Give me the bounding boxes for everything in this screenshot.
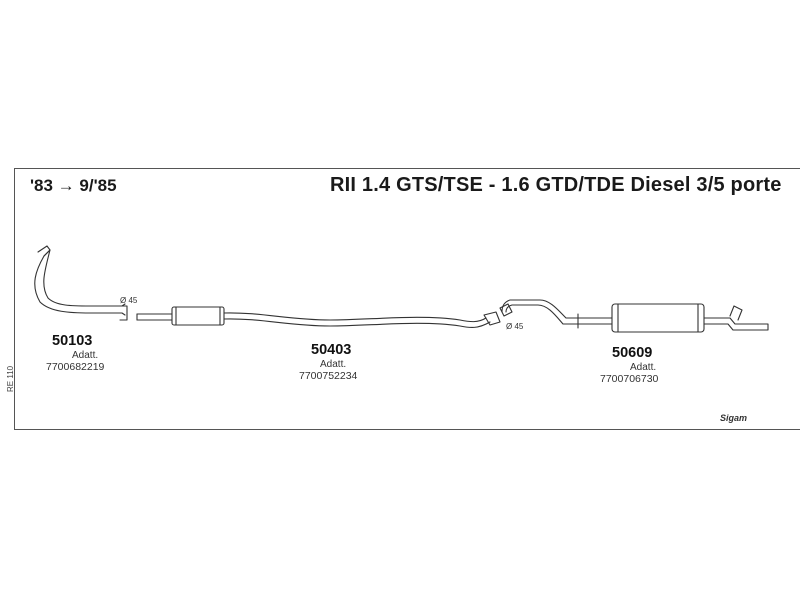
diagram-frame — [14, 168, 800, 430]
adatt-label-front: Adatt. — [72, 350, 99, 361]
oem-number-rear: 7700706730 — [600, 373, 659, 385]
diagram-title: RII 1.4 GTS/TSE - 1.6 GTD/TDE Diesel 3/5… — [330, 174, 782, 196]
rear-pipe-50609 — [499, 299, 769, 333]
adatt-label-middle: Adatt. — [320, 359, 347, 370]
oem-number-middle: 7700752234 — [299, 370, 358, 382]
part-code-middle: 50403 — [311, 342, 352, 358]
middle-pipe-50403 — [136, 306, 501, 329]
part-code-rear: 50609 — [612, 345, 653, 361]
date-range: '83 → 9/'85 — [30, 176, 117, 195]
diameter-label-front: Ø 45 — [120, 296, 138, 305]
part-code-front: 50103 — [52, 333, 93, 349]
oem-number-front: 7700682219 — [46, 361, 105, 373]
front-pipe-50103 — [34, 245, 128, 321]
diameter-label-rear: Ø 45 — [506, 322, 524, 331]
brand-logo: Sigam — [720, 413, 748, 423]
side-reference: RE 110 — [6, 365, 15, 392]
adatt-label-rear: Adatt. — [630, 362, 657, 373]
